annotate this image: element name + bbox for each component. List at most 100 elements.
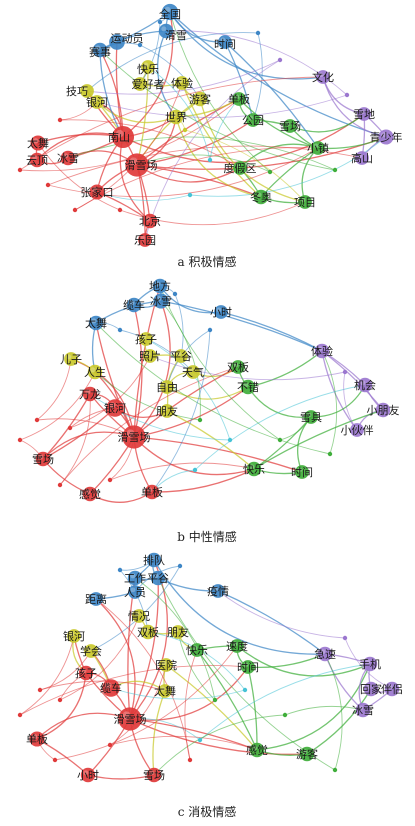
node-highlight	[155, 281, 161, 287]
network-edge	[324, 653, 364, 711]
network-edge	[54, 645, 238, 761]
node-circle	[125, 153, 149, 177]
network-edge	[256, 663, 371, 751]
node-highlight	[359, 109, 365, 115]
node-circle	[186, 365, 200, 379]
node-label: 小镇	[307, 141, 329, 155]
node-circle	[141, 60, 155, 74]
node-circle	[144, 484, 160, 500]
network-edge	[119, 201, 306, 226]
node-highlight	[85, 389, 91, 395]
network-minor-node	[34, 417, 40, 423]
network-node: 滑雪场	[114, 707, 147, 731]
network-edge	[196, 649, 258, 751]
network-minor-node	[187, 192, 193, 198]
network-edge	[306, 688, 372, 755]
node-circle	[82, 386, 98, 402]
node-label: 爱好者	[132, 77, 165, 91]
network-edge	[157, 577, 336, 771]
node-highlight	[162, 382, 168, 388]
node-highlight	[129, 300, 135, 306]
network-node: 太舞	[154, 684, 176, 698]
node-label: 平谷	[147, 572, 169, 585]
network-edge	[133, 366, 239, 438]
network-node: 时间	[291, 465, 313, 479]
node-circle	[174, 349, 188, 363]
network-minor-node	[282, 712, 288, 718]
network-edge	[136, 119, 254, 166]
node-circle	[35, 451, 51, 467]
network-node: 冰雪	[352, 702, 374, 718]
node-circle	[350, 423, 364, 437]
node-highlight	[357, 153, 363, 159]
network-minor-node	[37, 687, 43, 693]
network-node: 快乐	[186, 643, 208, 657]
node-label: 照片	[139, 350, 161, 363]
node-highlight	[32, 155, 38, 161]
node-highlight	[134, 611, 140, 617]
node-circle	[241, 660, 255, 674]
network-edge	[133, 300, 171, 438]
network-edge	[247, 350, 323, 388]
node-label: 手机	[359, 657, 381, 671]
node-circle	[60, 150, 76, 166]
network-node: 时间	[214, 35, 236, 51]
node-highlight	[360, 380, 366, 386]
network-edge	[59, 393, 91, 486]
network-minor-node	[17, 437, 23, 443]
network-edge	[95, 322, 135, 438]
network-edge	[149, 355, 346, 381]
network-minor-node	[342, 635, 348, 641]
node-label: 度假区	[224, 161, 257, 175]
node-highlight	[252, 745, 258, 751]
network-node: 地方	[149, 278, 171, 294]
network-edge	[322, 76, 387, 138]
network-node: 快乐	[243, 461, 265, 477]
node-highlight	[111, 36, 118, 43]
network-edge	[184, 129, 306, 203]
network-edge	[199, 663, 371, 741]
network-node: 运动员	[109, 32, 144, 50]
network-node: 平谷	[147, 570, 169, 586]
node-label: 文化	[312, 70, 334, 84]
node-label: 自由	[156, 380, 178, 394]
node-label: 快乐	[137, 63, 159, 76]
node-circle	[240, 379, 256, 395]
node-label: 工作	[124, 572, 146, 585]
node-highlight	[387, 684, 393, 690]
node-circle	[150, 570, 166, 586]
node-label: 快乐	[186, 644, 208, 657]
network-node: 技巧	[66, 84, 94, 98]
node-highlight	[141, 334, 147, 340]
node-label: 太舞	[154, 685, 176, 698]
node-highlight	[173, 627, 179, 633]
node-label: 公园	[242, 114, 264, 127]
network-node: 冰雪	[150, 293, 172, 309]
panel-negative-sentiment: 排队工作平谷人员距离疫情情况双板朋友银河学会快乐速度孩子缆车医院时间太舞滑雪场单…	[17, 552, 403, 819]
node-highlight	[32, 734, 38, 740]
network-node: 感觉	[246, 742, 268, 758]
panel-caption: b 中性情感	[177, 529, 237, 544]
network-node: 时间	[237, 660, 259, 674]
network-node: 朋友	[156, 404, 178, 418]
network-edge	[160, 300, 201, 421]
node-label: 滑雪场	[118, 430, 151, 444]
node-label: 技巧	[66, 85, 88, 98]
node-highlight	[249, 464, 255, 470]
network-edge	[324, 653, 343, 771]
node-circle	[298, 195, 312, 209]
node-highlight	[109, 402, 116, 409]
network-edge	[160, 300, 323, 352]
network-edge	[169, 11, 324, 80]
node-label: 银河	[86, 95, 108, 109]
node-label: 机会	[354, 378, 376, 392]
network-edge	[224, 41, 319, 149]
node-circle	[106, 399, 124, 417]
network-edge	[194, 384, 366, 471]
network-edge	[36, 358, 72, 421]
network-edge	[217, 590, 346, 639]
network-node: 距离	[85, 592, 107, 606]
network-node: 天气	[182, 365, 204, 379]
network-node: 机会	[354, 377, 376, 393]
